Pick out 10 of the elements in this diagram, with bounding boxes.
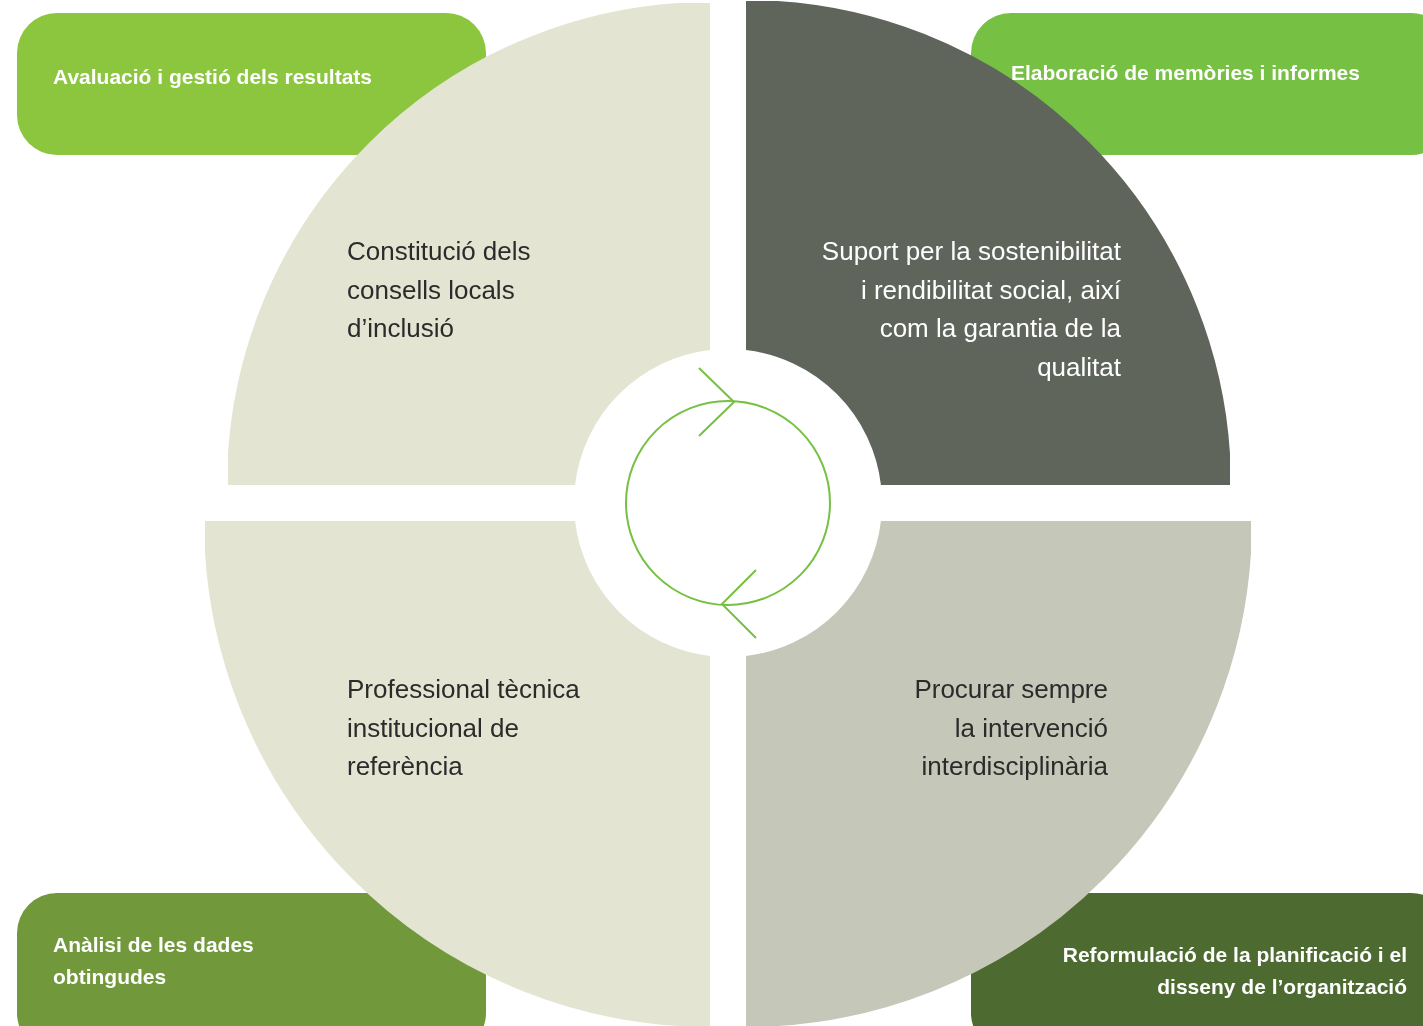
box-label: Avaluació i gestió dels resultats <box>53 64 373 90</box>
segment-text: Suport per la sostenibilitat i rendibilitat social, així com la garantia de la qualitat <box>820 235 1121 384</box>
box-label: Elaboració de memòries i informes <box>1011 60 1361 86</box>
box-label: Reformulació de la planificació i el disseny de l’organització <box>1061 942 1407 1000</box>
label-box <box>971 893 1423 1026</box>
box-label: Anàlisi de les dades obtingudes <box>53 932 255 990</box>
segment-text: Constitució dels consells locals d’inclusió <box>347 235 532 345</box>
label-box <box>17 893 486 1026</box>
segment-text: Procurar sempre la intervenció interdisciplinària <box>913 673 1108 783</box>
segment-text: Professional tècnica institucional de referència <box>347 673 581 783</box>
